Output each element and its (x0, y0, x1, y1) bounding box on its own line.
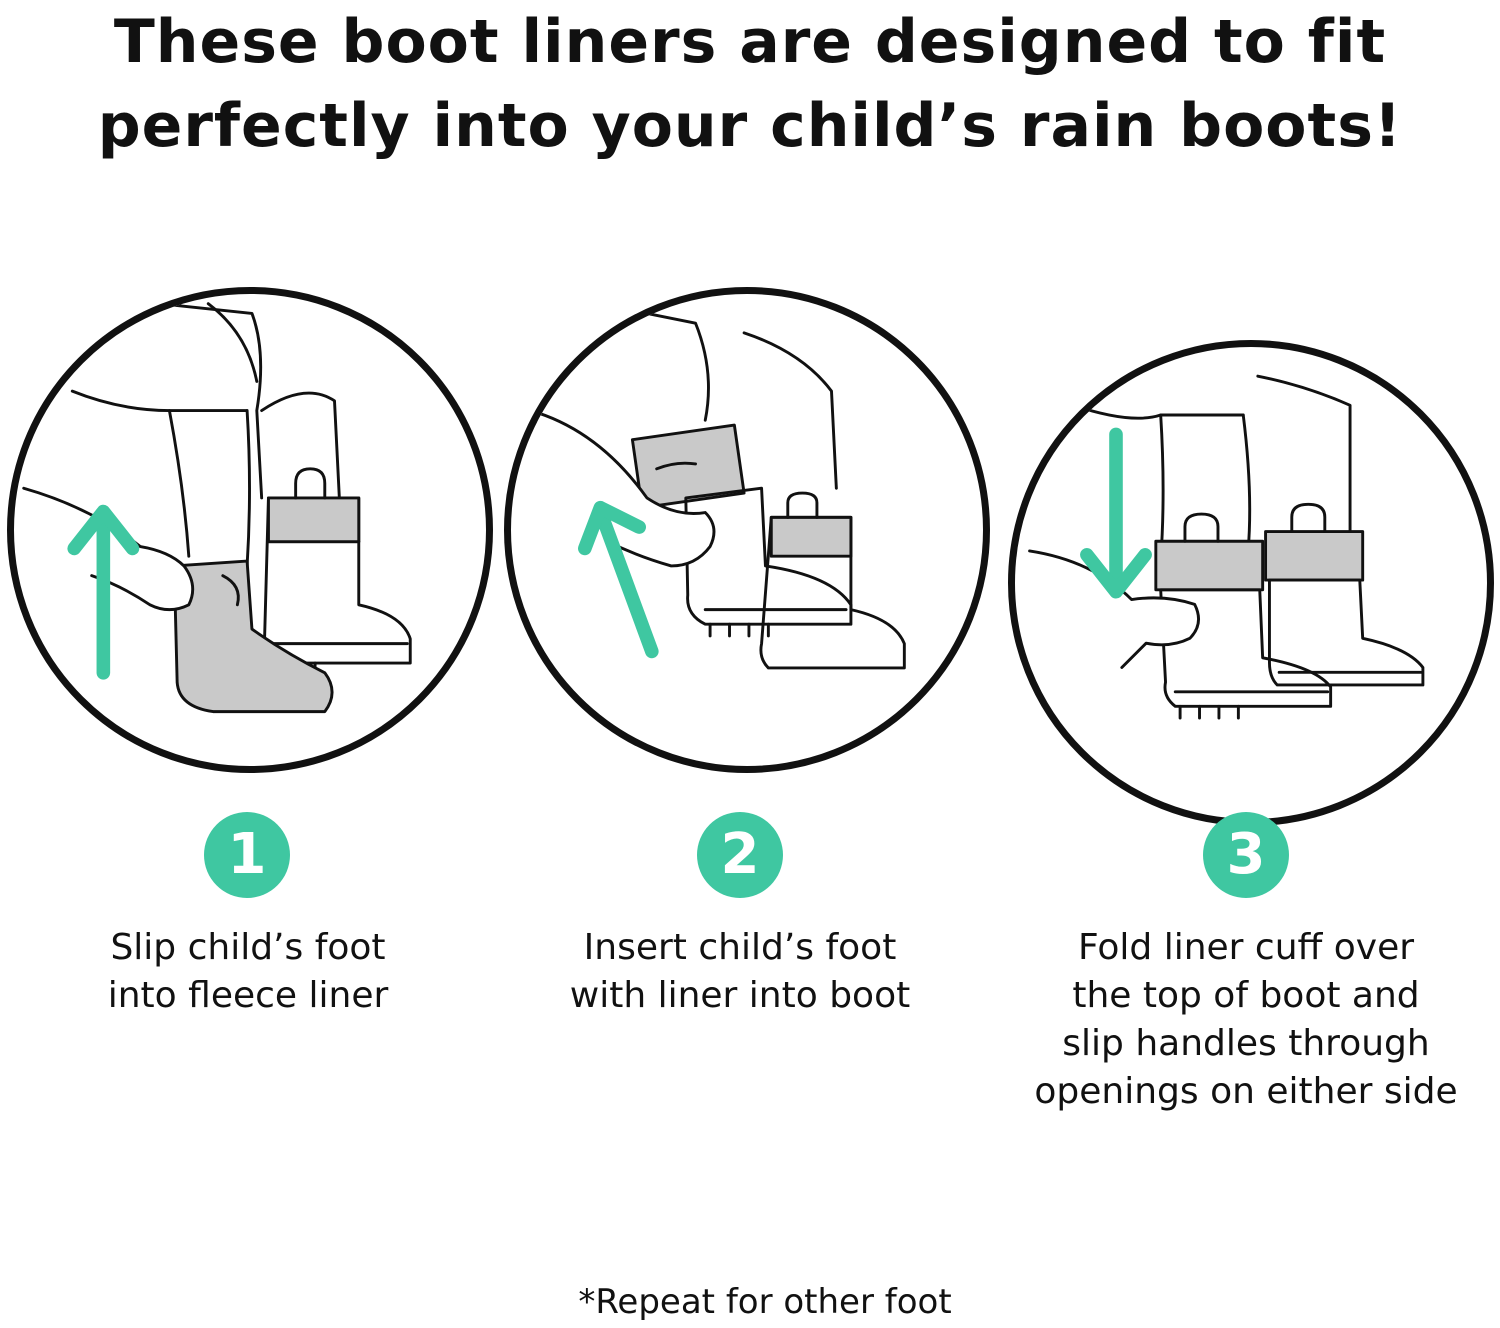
step-1-number-badge: 1 (204, 812, 290, 898)
step-2-caption-line: Insert child’s foot (583, 927, 897, 968)
step-3-caption-line: Fold liner cuff over (1077, 927, 1415, 968)
headline: These boot liners are designed to fit pe… (0, 0, 1500, 168)
step-3-illustration (1008, 340, 1494, 826)
step-3-caption-line: the top of boot and (1072, 975, 1420, 1016)
step-1-caption: Slip child’s foot into fleece liner (0, 924, 498, 1020)
arrow-up-icon (578, 500, 659, 659)
step-1-caption-line: Slip child’s foot (110, 927, 386, 968)
step-3-caption-line: openings on either side (1034, 1071, 1458, 1112)
rain-boot-icon (1159, 588, 1333, 708)
footnote: *Repeat for other foot (578, 1282, 952, 1322)
step-2-number-badge: 2 (697, 812, 783, 898)
arrow-up-icon (67, 504, 140, 680)
step-2-caption: Insert child’s foot with liner into boot (490, 924, 990, 1020)
step-1-illustration (7, 287, 493, 773)
headline-line-1: These boot liners are designed to fit (113, 7, 1387, 77)
fleece-liner-icon (172, 559, 334, 714)
step-1-caption-line: into fleece liner (107, 975, 389, 1016)
step-2-caption-line: with liner into boot (569, 975, 911, 1016)
step-2-illustration (504, 287, 990, 773)
step-3-caption: Fold liner cuff over the top of boot and… (996, 924, 1496, 1116)
step-3-caption-line: slip handles through (1062, 1023, 1430, 1064)
arrow-down-icon (1080, 427, 1152, 599)
step-3-number-badge: 3 (1203, 812, 1289, 898)
headline-line-2: perfectly into your child’s rain boots! (97, 91, 1403, 161)
